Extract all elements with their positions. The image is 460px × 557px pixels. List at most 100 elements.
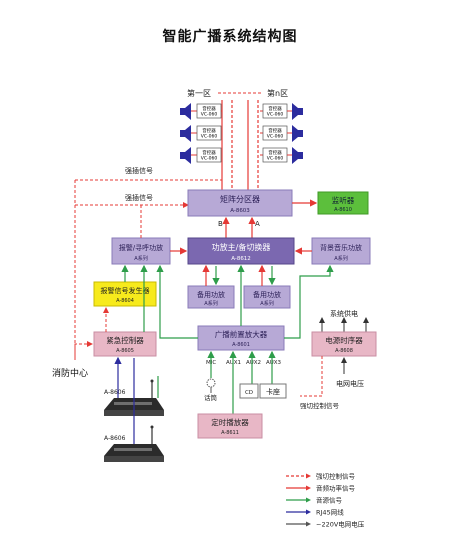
svg-text:备用功放: 备用功放 xyxy=(197,290,225,299)
svg-text:音控器: 音控器 xyxy=(202,149,216,156)
link-preamp-to-alarm-amp xyxy=(156,264,198,339)
system-power-label: 系统供电 xyxy=(330,309,358,318)
matrix-port-b: B xyxy=(218,220,223,228)
main-switch-box[interactable]: 功放主/备切换器 A-8612 xyxy=(187,237,295,265)
timer-player-box[interactable]: 定时播放器 A-8611 xyxy=(197,413,263,439)
legend-arrow-icon xyxy=(306,497,311,503)
svg-text:VC-060: VC-060 xyxy=(201,156,218,162)
volume-control-box xyxy=(196,125,222,141)
matrix-name: 矩阵分区器 xyxy=(220,194,260,204)
alarm-paging-amp-box[interactable]: 报警/寻呼功放 A系列 xyxy=(111,237,171,265)
volume-control-box xyxy=(196,147,222,163)
svg-text:A系列: A系列 xyxy=(260,300,273,307)
input-aux3-label: AUX3 xyxy=(266,360,282,366)
fire-center-label: 消防中心 xyxy=(52,367,88,379)
svg-text:音控器: 音控器 xyxy=(268,149,282,156)
svg-text:背景音乐功放: 背景音乐功放 xyxy=(320,243,362,252)
microphone-icon xyxy=(206,378,216,393)
alarm-signal-generator-box[interactable]: 报警信号发生器 A-8604 xyxy=(93,281,157,307)
svg-text:紧急控制器: 紧急控制器 xyxy=(106,335,144,345)
speaker-icon xyxy=(292,125,303,142)
legend-label: RJ45网线 xyxy=(316,508,344,517)
svg-text:报警/寻呼功放: 报警/寻呼功放 xyxy=(119,243,163,252)
svg-text:广播前置放大器: 广播前置放大器 xyxy=(215,329,268,339)
svg-text:A-8606: A-8606 xyxy=(104,389,126,396)
svg-text:CD: CD xyxy=(245,390,253,396)
background-music-amp-box[interactable]: 背景音乐功放 A系列 xyxy=(311,237,371,265)
monitor-box[interactable]: 监听器 A-8610 xyxy=(317,191,369,215)
svg-text:A-8601: A-8601 xyxy=(232,342,250,348)
svg-text:VC-060: VC-060 xyxy=(201,134,218,140)
svg-text:监听器: 监听器 xyxy=(332,195,355,205)
svg-text:VC-060: VC-060 xyxy=(267,134,284,140)
speaker-icon xyxy=(292,103,303,120)
svg-text:电源时序器: 电源时序器 xyxy=(325,335,363,345)
svg-text:VC-060: VC-060 xyxy=(267,156,284,162)
svg-text:A系列: A系列 xyxy=(204,300,217,307)
legend-label: 音频功率信号 xyxy=(316,484,356,493)
paging-station-2[interactable]: A-8606 xyxy=(104,425,164,463)
zone-nth-label: 第n区 xyxy=(267,88,288,98)
svg-text:音控器: 音控器 xyxy=(268,105,282,112)
svg-text:A-8611: A-8611 xyxy=(221,430,239,436)
zone-first-label: 第一区 xyxy=(187,88,211,98)
preamplifier-box[interactable]: 广播前置放大器 A-8601 xyxy=(197,325,285,351)
legend-arrow-icon xyxy=(306,509,311,515)
legend-item: RJ45网线 xyxy=(286,508,344,517)
svg-text:A系列: A系列 xyxy=(334,255,347,262)
link-preamp-to-bg-amp xyxy=(284,264,334,339)
mains-voltage-label: 电网电压 xyxy=(336,379,364,388)
legend-arrow-icon xyxy=(306,521,311,527)
svg-text:A-8606: A-8606 xyxy=(104,435,126,442)
svg-text:A-8610: A-8610 xyxy=(334,207,352,213)
legend-arrow-icon xyxy=(306,485,311,491)
svg-text:A-8608: A-8608 xyxy=(335,348,353,354)
backup-amp-2-box[interactable]: 备用功放 A系列 xyxy=(243,285,291,309)
cd-player-box[interactable]: CD xyxy=(239,383,259,399)
legend-label: ~220V电网电压 xyxy=(316,520,365,529)
svg-text:A-8604: A-8604 xyxy=(116,298,134,304)
speaker-icon xyxy=(180,147,191,164)
svg-text:A-8605: A-8605 xyxy=(116,348,134,354)
force-cut-signal-label: 强切控制信号 xyxy=(300,401,340,410)
svg-text:音控器: 音控器 xyxy=(202,105,216,112)
page-title: 智能广播系统结构图 xyxy=(162,29,298,45)
svg-text:A-8612: A-8612 xyxy=(231,256,251,262)
speaker-icon xyxy=(292,147,303,164)
microphone-label: 话筒 xyxy=(204,393,218,402)
svg-text:A系列: A系列 xyxy=(134,255,147,262)
backup-amp-1-box[interactable]: 备用功放 A系列 xyxy=(187,285,235,309)
svg-text:VC-060: VC-060 xyxy=(201,112,218,118)
matrix-port-a: A xyxy=(255,220,260,228)
svg-text:卡座: 卡座 xyxy=(266,387,280,396)
cassette-box[interactable]: 卡座 xyxy=(259,383,287,399)
svg-text:音控器: 音控器 xyxy=(268,127,282,134)
matrix-model: A-8603 xyxy=(230,208,250,214)
emergency-controller-box[interactable]: 紧急控制器 A-8605 xyxy=(93,331,157,357)
legend-item: ~220V电网电压 xyxy=(286,520,365,529)
legend-label: 强切控制信号 xyxy=(316,472,356,481)
svg-text:定时播放器: 定时播放器 xyxy=(211,417,249,427)
svg-text:报警信号发生器: 报警信号发生器 xyxy=(101,286,150,295)
link-force-cut-signal xyxy=(300,356,323,397)
matrix-zoner-box[interactable]: 矩阵分区器 A-8603 xyxy=(187,189,293,217)
legend-label: 音源信号 xyxy=(316,496,343,505)
svg-text:备用功放: 备用功放 xyxy=(253,290,281,299)
speaker-icon xyxy=(180,103,191,120)
force-insert-label-1: 强插信号 xyxy=(125,166,153,175)
legend-item: 音频功率信号 xyxy=(286,484,356,493)
force-insert-label-2: 强插信号 xyxy=(125,193,153,202)
svg-text:功放主/备切换器: 功放主/备切换器 xyxy=(212,242,271,252)
legend-item: 音源信号 xyxy=(286,496,343,505)
speaker-group-left: 音控器 VC-060 音控器 VC-060 音控器 VC-060 xyxy=(180,103,222,164)
svg-text:VC-060: VC-060 xyxy=(267,112,284,118)
power-sequencer-box[interactable]: 电源时序器 A-8608 xyxy=(311,331,377,357)
speaker-icon xyxy=(180,125,191,142)
input-aux2-label: AUX2 xyxy=(246,360,261,366)
link-fire-center-to-emergency xyxy=(74,341,93,360)
legend-arrow-icon xyxy=(306,473,311,479)
svg-text:音控器: 音控器 xyxy=(202,127,216,134)
speaker-group-right: 音控器 VC-060 音控器 VC-060 音控器 VC-060 xyxy=(260,103,303,164)
